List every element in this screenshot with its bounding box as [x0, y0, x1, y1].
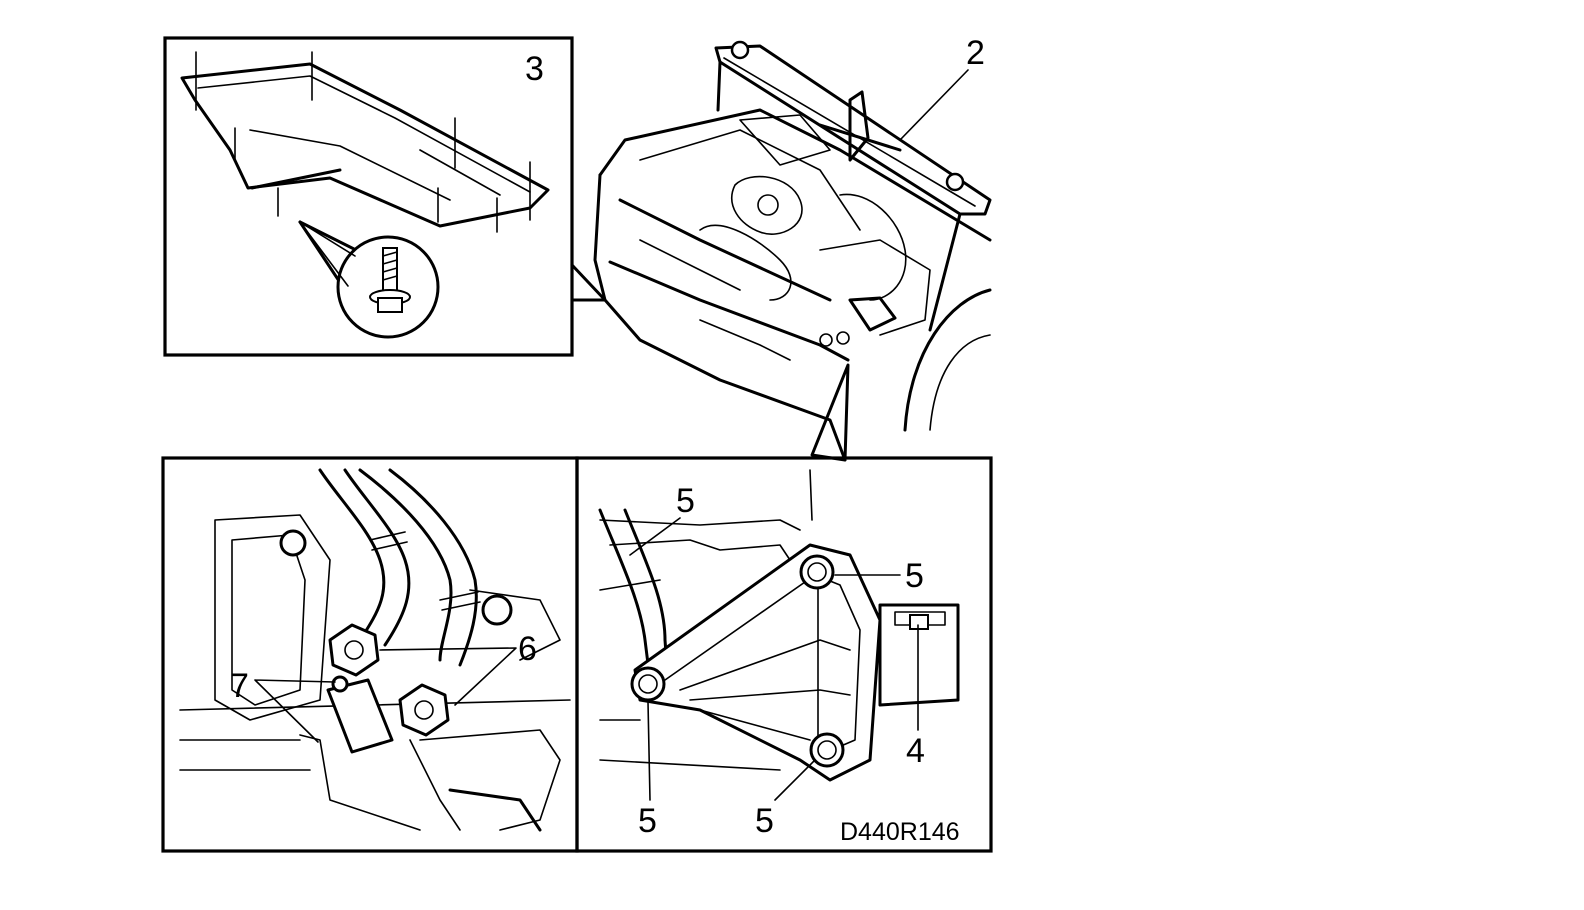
pipe-union-nut-lower	[398, 683, 450, 737]
car-front-view: 2	[593, 34, 992, 462]
pipe-bracket	[326, 678, 394, 754]
leader-5-top	[629, 517, 681, 556]
callout-5-top: 5	[676, 482, 695, 520]
inset-oil-cooler-pipes: 6 7	[161, 456, 579, 853]
front-bumper-outline	[593, 173, 847, 462]
callout-7: 7	[230, 667, 249, 705]
callout-5-bottom: 5	[755, 802, 774, 840]
undertray-panel-outline	[180, 62, 550, 228]
callout-5-right: 5	[905, 557, 924, 595]
hood-edge	[598, 108, 992, 242]
leader-5-left	[647, 701, 651, 801]
inset-undertray-panel: 3	[163, 36, 607, 357]
leader-2	[899, 69, 969, 141]
callout-4: 4	[906, 732, 925, 770]
inset-pointer-lower	[810, 363, 850, 462]
leader-5-bottom	[774, 759, 816, 801]
panel-screws	[195, 51, 531, 233]
figure-code: D440R146	[840, 818, 960, 846]
engine-mount-bracket	[630, 543, 882, 782]
wheel-arch	[903, 288, 992, 432]
bolt-icon	[369, 247, 411, 313]
inset-engine-mount: 5 5 5 5 4 D440R146	[575, 456, 993, 853]
cooler-pipes	[318, 468, 481, 667]
side-bracket	[878, 603, 960, 707]
bracket-bolt	[331, 675, 349, 693]
leader-7	[254, 679, 336, 743]
inset-frame-bottom-right	[575, 456, 993, 853]
callout-2: 2	[966, 34, 985, 72]
callout-6: 6	[518, 630, 537, 668]
callout-5-bottom-left: 5	[638, 802, 657, 840]
leader-6	[379, 647, 517, 706]
engine-support-beam	[714, 40, 992, 332]
inset-frame-top-left	[163, 36, 574, 357]
engine-bay-detail	[639, 175, 931, 361]
callout-3: 3	[525, 50, 544, 88]
pipe-union-nut-upper	[328, 623, 380, 677]
